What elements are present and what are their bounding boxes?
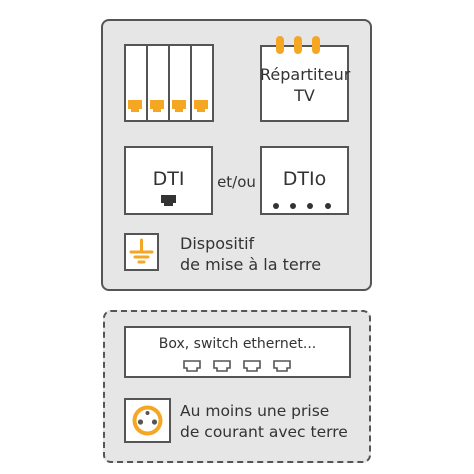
rj45-port-icon — [243, 360, 261, 372]
fiber-port-icon — [290, 203, 296, 209]
fiber-port-icon — [325, 203, 331, 209]
dti-port — [161, 195, 176, 206]
connector-label: et/ou — [217, 173, 256, 191]
grounding-line1: Dispositif — [180, 234, 255, 253]
fiber-port-icon — [307, 203, 313, 209]
fiber-port-icon — [273, 203, 279, 209]
repartiteur-tv-box — [260, 45, 349, 122]
outlet-line1: Au moins une prise — [180, 402, 330, 420]
grounding-label: Dispositif de mise à la terre — [180, 233, 360, 275]
dti-label: DTI — [152, 168, 185, 190]
repartiteur-line1: Répartiteur — [260, 65, 351, 84]
rj45-port-icon — [273, 360, 291, 372]
coax-connectors — [276, 36, 320, 54]
module-group — [124, 44, 214, 122]
dtio-label: DTIo — [282, 168, 327, 190]
dtio-fiber-ports — [273, 203, 331, 209]
module-ports — [128, 100, 208, 112]
coax-connector-icon — [276, 36, 284, 54]
rj45-port-icon — [161, 195, 176, 206]
outlet-label: Au moins une prise de courant avec terre — [180, 401, 370, 443]
rj45-port-icon — [128, 100, 142, 112]
rj45-port-icon — [194, 100, 208, 112]
rj45-port-icon — [150, 100, 164, 112]
outlet-line2: de courant avec terre — [180, 423, 348, 441]
ground-icon — [129, 238, 154, 264]
box-switch-ports — [183, 360, 291, 372]
coax-connector-icon — [294, 36, 302, 54]
box-switch — [124, 326, 351, 378]
box-switch-label: Box, switch ethernet... — [158, 336, 317, 352]
rj45-port-icon — [172, 100, 186, 112]
dti-box — [124, 146, 213, 215]
repartiteur-tv-label: Répartiteur TV — [260, 64, 351, 106]
socket-icon — [132, 405, 163, 436]
repartiteur-line2: TV — [294, 86, 315, 105]
coax-connector-icon — [312, 36, 320, 54]
grounding-line2: de mise à la terre — [180, 255, 322, 274]
rj45-port-icon — [183, 360, 201, 372]
rj45-port-icon — [213, 360, 231, 372]
